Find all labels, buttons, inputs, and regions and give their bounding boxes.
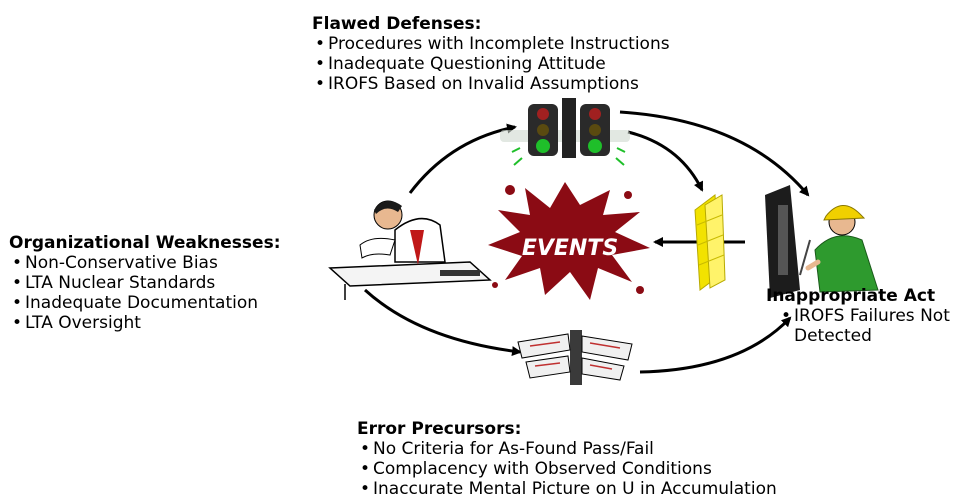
error-precursors-item: No Criteria for As-Found Pass/Fail: [360, 439, 777, 459]
inappropriate-act-heading: Inappropriate Act: [766, 286, 936, 306]
flawed-defenses-heading: Flawed Defenses:: [312, 14, 482, 34]
flawed-defenses-block: Flawed Defenses: Procedures with Incompl…: [312, 14, 670, 94]
manager-at-desk-icon: [328, 200, 492, 300]
arrow-manager-to-signpost: [363, 288, 522, 357]
flawed-defenses-item: IROFS Based on Invalid Assumptions: [315, 74, 670, 94]
signpost-icon: [517, 330, 633, 385]
organizational-weaknesses-item: LTA Nuclear Standards: [12, 273, 281, 293]
traffic-light-icon: [500, 98, 630, 166]
worker-at-panel-icon: [765, 185, 879, 298]
arrow-manager-to-light: [408, 123, 517, 194]
organizational-weaknesses-block: Organizational Weaknesses: Non-Conservat…: [9, 233, 281, 333]
arrow-light-to-barrier: [627, 130, 704, 192]
arrow-signpost-to-worker: [639, 316, 792, 374]
error-precursors-heading: Error Precursors:: [357, 419, 522, 439]
error-precursors-item: Complacency with Observed Conditions: [360, 459, 777, 479]
yellow-barrier-icon: [694, 194, 726, 291]
center-label: EVENTS: [522, 236, 618, 261]
events-splat-icon: [488, 182, 650, 300]
organizational-weaknesses-item: LTA Oversight: [12, 313, 281, 333]
inappropriate-act-block: Inappropriate Act IROFS Failures Not Det…: [766, 286, 974, 346]
organizational-weaknesses-item: Inadequate Documentation: [12, 293, 281, 313]
flawed-defenses-item: Procedures with Incomplete Instructions: [315, 34, 670, 54]
arrow-light-to-worker: [619, 110, 810, 197]
inappropriate-act-item: IROFS Failures Not Detected: [781, 306, 974, 346]
error-precursors-item: Inaccurate Mental Picture on U in Accumu…: [360, 479, 777, 499]
flawed-defenses-item: Inadequate Questioning Attitude: [315, 54, 670, 74]
organizational-weaknesses-item: Non-Conservative Bias: [12, 253, 281, 273]
error-precursors-block: Error Precursors: No Criteria for As-Fou…: [357, 419, 777, 499]
organizational-weaknesses-heading: Organizational Weaknesses:: [9, 233, 281, 253]
